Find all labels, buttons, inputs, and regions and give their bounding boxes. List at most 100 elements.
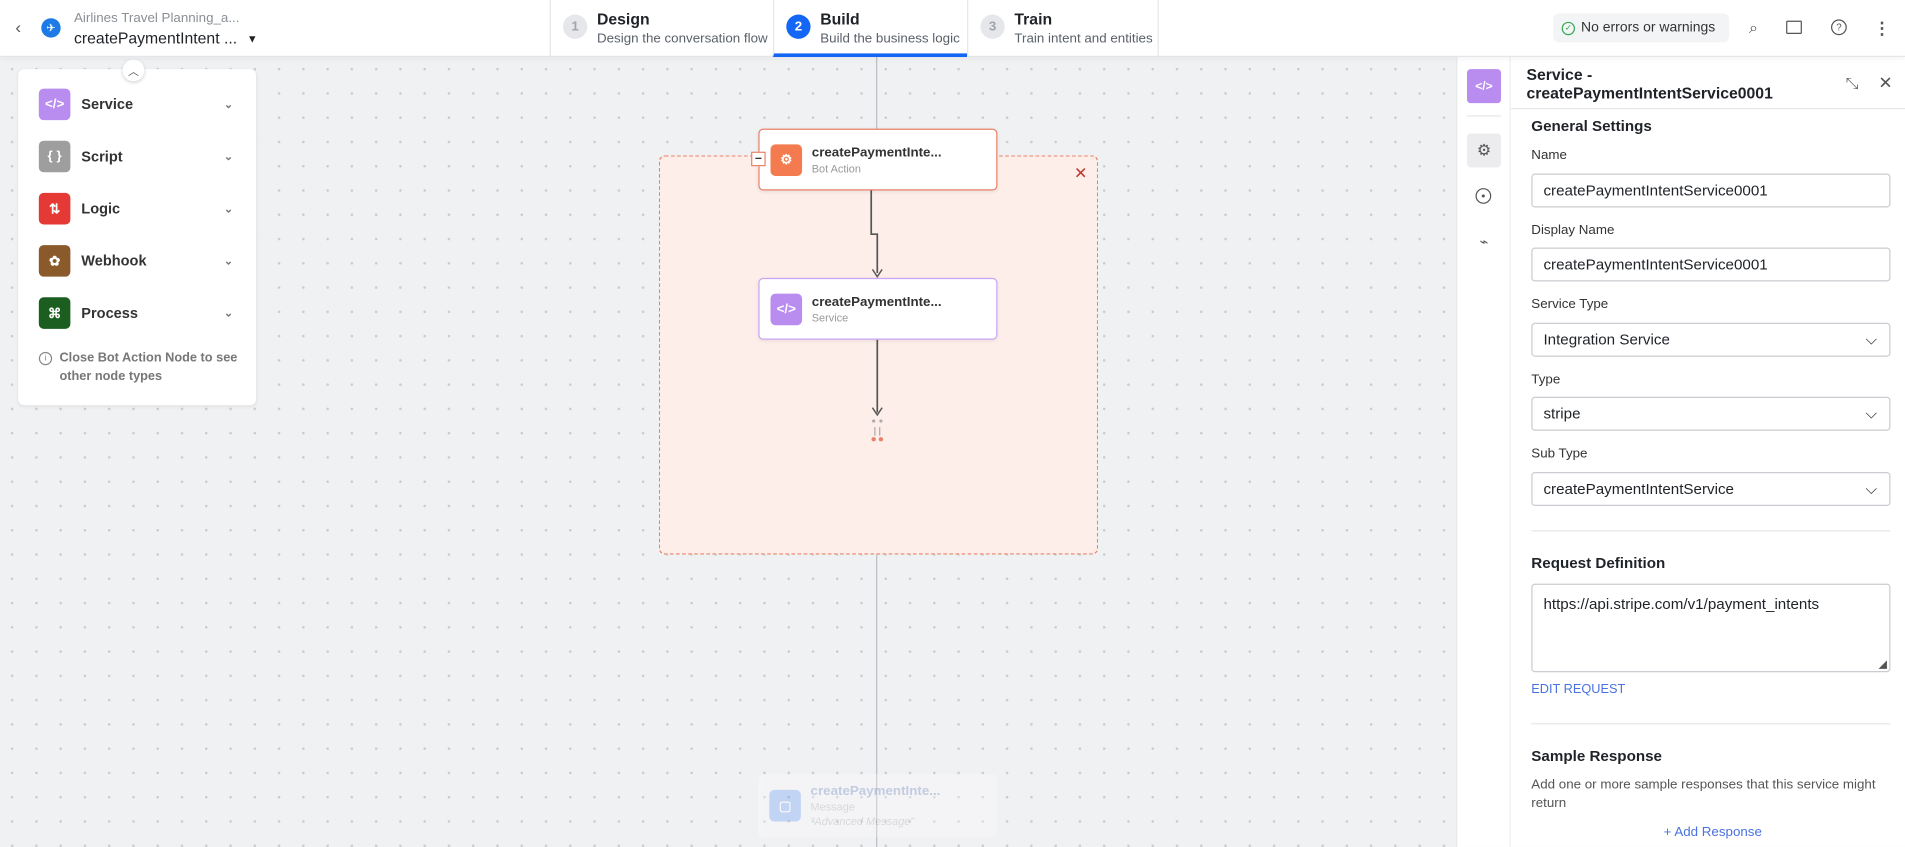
- panel-side-nav: </> ⚙ ● ⌁: [1456, 57, 1511, 847]
- sub-type-label: Sub Type: [1531, 446, 1588, 462]
- status-text: No errors or warnings: [1581, 20, 1716, 36]
- settings-gear-icon[interactable]: ⚙: [1467, 133, 1501, 168]
- palette-item-label: Script: [81, 148, 123, 166]
- back-chevron-icon[interactable]: ‹: [15, 16, 22, 37]
- type-select[interactable]: stripe ⌵: [1531, 396, 1891, 431]
- service-type-select[interactable]: Integration Service ⌵: [1531, 322, 1891, 357]
- search-icon[interactable]: ⌕: [1748, 18, 1758, 37]
- palette-item-label: Webhook: [81, 252, 147, 270]
- service-type-value: Integration Service: [1543, 331, 1670, 349]
- chevron-down-icon: ⌵: [1865, 331, 1878, 349]
- node-connectors: [870, 190, 884, 442]
- message-node[interactable]: ▢ createPaymentInte...Message"Advanced M…: [758, 774, 998, 838]
- braces-icon: { }: [38, 140, 71, 173]
- node-title: createPaymentInte...: [810, 783, 941, 799]
- node-title: createPaymentInte...: [811, 145, 942, 160]
- code-icon: </>: [770, 293, 803, 325]
- collapse-minus-icon[interactable]: −: [751, 151, 766, 167]
- request-url-value: https://api.stripe.com/v1/payment_intent…: [1543, 595, 1820, 613]
- palette-item-label: Service: [81, 95, 134, 113]
- sample-response-description: Add one or more sample responses that th…: [1531, 777, 1876, 811]
- close-panel-icon[interactable]: ✕: [1878, 72, 1893, 93]
- bot-logo-icon: ✈: [41, 18, 61, 38]
- bot-action-node[interactable]: ⚙ createPaymentInte...Bot Action: [758, 128, 998, 191]
- request-definition-heading: Request Definition: [1531, 554, 1666, 572]
- node-message-text: "Advanced Message": [810, 815, 915, 828]
- panel-title: Service - createPaymentIntentService0001: [1526, 63, 1832, 104]
- chevron-down-icon: ⌄: [223, 306, 233, 319]
- minimize-icon[interactable]: ⤡: [1845, 74, 1859, 93]
- process-icon: ⌘: [38, 297, 71, 329]
- tab-subtitle: Design the conversation flow: [596, 31, 768, 47]
- close-group-icon[interactable]: ✕: [1073, 163, 1088, 183]
- caret-down-icon: ▼: [246, 32, 258, 45]
- chevron-down-icon: ⌄: [223, 202, 233, 215]
- step-number: 3: [980, 14, 1005, 39]
- type-label: Type: [1531, 372, 1561, 388]
- palette-item-service[interactable]: </> Service ⌄: [38, 88, 233, 121]
- tab-title: Train: [1014, 9, 1053, 28]
- node-title: createPaymentInte...: [811, 294, 942, 309]
- dialog-selector[interactable]: createPaymentIntent ... ▼: [74, 29, 258, 47]
- info-icon: i: [38, 351, 53, 366]
- palette-item-webhook[interactable]: ✿ Webhook ⌄: [38, 245, 233, 277]
- webhook-icon: ✿: [38, 245, 71, 277]
- bot-action-group: ✕: [658, 155, 1099, 555]
- palette-item-process[interactable]: ⌘ Process ⌄: [38, 297, 233, 329]
- chat-icon[interactable]: [1786, 20, 1802, 34]
- add-response-button[interactable]: + Add Response: [1663, 825, 1762, 840]
- name-input[interactable]: createPaymentIntentService0001: [1531, 173, 1891, 208]
- chevron-down-icon: ⌄: [223, 97, 233, 110]
- chevron-down-icon: ⌄: [223, 149, 233, 162]
- connections-plug-icon[interactable]: ⌁: [1479, 232, 1489, 250]
- step-number: 1: [563, 14, 588, 39]
- tab-title: Design: [596, 9, 650, 28]
- node-type: Bot Action: [811, 161, 861, 175]
- logic-icon: ⇅: [38, 192, 71, 225]
- palette-info-text: Close Bot Action Node to see other node …: [59, 350, 238, 384]
- step-number: 2: [786, 14, 811, 39]
- request-url-textarea[interactable]: https://api.stripe.com/v1/payment_intent…: [1531, 583, 1891, 673]
- collapse-chevron-up-icon[interactable]: ︿: [122, 59, 145, 82]
- display-name-input[interactable]: createPaymentIntentService0001: [1531, 247, 1891, 282]
- instance-icon[interactable]: ●: [1475, 188, 1492, 204]
- name-label: Name: [1531, 148, 1567, 163]
- type-value: stripe: [1543, 405, 1581, 423]
- palette-item-label: Logic: [81, 200, 121, 218]
- sample-response-heading: Sample Response: [1531, 747, 1662, 765]
- status-badge[interactable]: ✓ No errors or warnings: [1553, 13, 1730, 43]
- node-type: Service: [811, 311, 849, 324]
- resize-handle-icon[interactable]: ◢: [1878, 657, 1887, 670]
- top-bar: ‹ ✈ Airlines Travel Planning_a... create…: [0, 0, 1905, 58]
- palette-item-logic[interactable]: ⇅ Logic ⌄: [38, 192, 233, 225]
- node-palette: ︿ </> Service ⌄ { } Script ⌄ ⇅ Logic ⌄ ✿ Webhoo…: [18, 59, 257, 406]
- chevron-down-icon: ⌵: [1865, 405, 1878, 423]
- chevron-down-icon: ⌄: [223, 254, 233, 267]
- edit-request-link[interactable]: EDIT REQUEST: [1531, 681, 1626, 697]
- help-icon[interactable]: ?: [1831, 19, 1847, 36]
- tab-subtitle: Build the business logic: [820, 31, 960, 47]
- chevron-down-icon: ⌵: [1865, 480, 1878, 498]
- bot-icon: ⚙: [770, 143, 803, 176]
- panel-title-text: Service - createPaymentIntentService0001: [1526, 65, 1773, 102]
- more-options-icon[interactable]: ⋮: [1873, 17, 1891, 38]
- palette-item-label: Process: [81, 304, 138, 322]
- service-properties-panel: Service - createPaymentIntentService0001…: [1510, 57, 1905, 847]
- service-code-icon: </>: [1467, 69, 1501, 104]
- message-icon: ▢: [769, 789, 801, 822]
- project-name: Airlines Travel Planning_a...: [74, 10, 240, 26]
- sub-type-value: createPaymentIntentService: [1543, 480, 1734, 498]
- sub-type-select[interactable]: createPaymentIntentService ⌵: [1531, 472, 1891, 506]
- general-settings-heading: General Settings: [1531, 117, 1652, 135]
- palette-item-script[interactable]: { } Script ⌄: [38, 140, 233, 173]
- check-circle-icon: ✓: [1561, 21, 1575, 35]
- service-node[interactable]: </> createPaymentInte... Service: [758, 277, 998, 340]
- dialog-name: createPaymentIntent ...: [74, 29, 238, 48]
- display-name-value: createPaymentIntentService0001: [1543, 256, 1768, 274]
- code-icon: </>: [38, 88, 71, 121]
- service-type-label: Service Type: [1531, 297, 1609, 312]
